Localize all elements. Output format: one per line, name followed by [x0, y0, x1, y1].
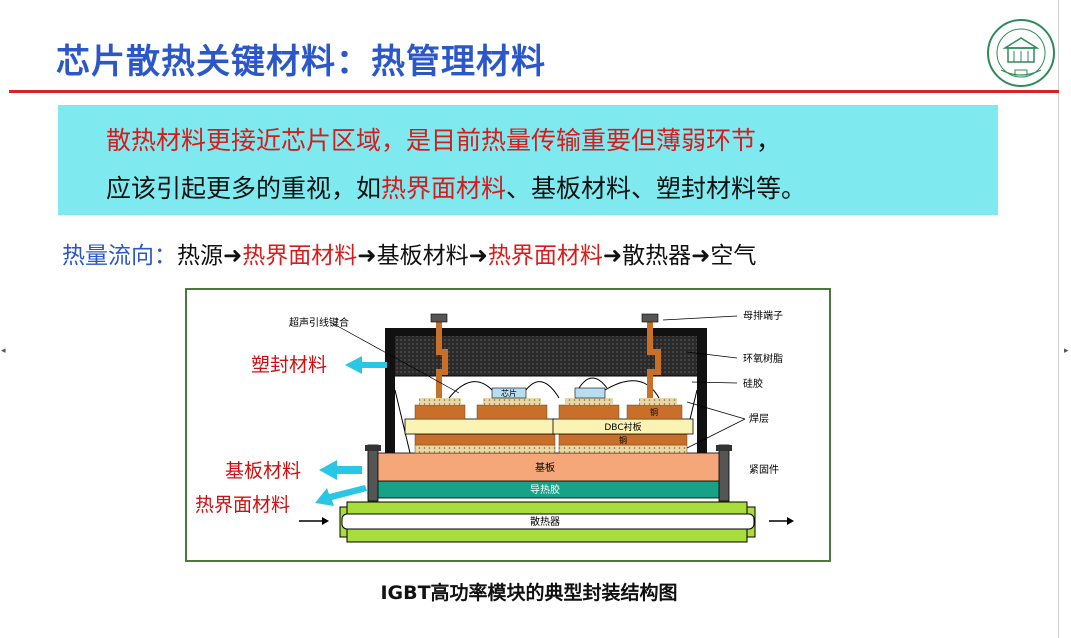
silicone-label: 硅胶 — [743, 377, 763, 390]
flow-arrow-icon: ➜ — [357, 243, 377, 269]
bond-wire — [604, 380, 660, 399]
tim-arrow-icon — [315, 485, 367, 506]
callout-line2-part1: 应该引起更多的重视，如 — [106, 174, 382, 203]
callout-line-2: 应该引起更多的重视，如热界面材料、基板材料、塑封材料等。 — [106, 169, 806, 205]
copper-top-label: 铜 — [650, 407, 658, 417]
copper-bottom-label: 铜 — [619, 435, 627, 445]
busbar-left — [436, 322, 448, 398]
copper-top-left-b — [476, 404, 548, 420]
diagram-caption: IGBT高功率模块的典型封装结构图 — [380, 582, 678, 604]
dbc-left — [404, 418, 556, 435]
busbar-label: 母排端子 — [743, 309, 783, 322]
callout-line1-part1: 散热材料更接近芯片区域，是目前热量传输重要但 — [106, 126, 657, 155]
wire-bond-label: 超声引线键合 — [289, 316, 349, 329]
flow-step: 空气 — [710, 243, 757, 269]
dbc-right — [552, 418, 694, 435]
solder-bottom-left — [414, 444, 556, 454]
callout-line2-highlight: 热界面材料 — [381, 174, 507, 203]
substrate-material-label: 基板材料 — [225, 460, 302, 482]
thermal-grease-label: 导热胶 — [530, 483, 560, 496]
flow-arrow-icon: ➜ — [602, 243, 623, 269]
baseplate — [367, 452, 723, 482]
molding-arrow-icon — [345, 356, 387, 374]
flow-step: 热源 — [177, 243, 223, 269]
fastener-left — [367, 444, 379, 502]
flow-step: 基板材料 — [376, 243, 469, 269]
heatsink-channel — [341, 513, 755, 530]
solder-label: 焊层 — [749, 413, 769, 425]
triangle-left-icon[interactable]: ◂ — [1, 346, 6, 356]
copper-top-right-a — [558, 404, 620, 420]
flow-step: 散热器 — [622, 243, 692, 269]
heatsink-label: 散热器 — [530, 515, 560, 528]
callout-box: 散热材料更接近芯片区域，是目前热量传输重要但薄弱环节， 应该引起更多的重视，如热… — [58, 105, 998, 215]
bond-wire — [578, 377, 608, 389]
bond-wire — [525, 381, 560, 399]
heat-flow-line: 热量流向：热源➜热界面材料➜基板材料➜热界面材料➜散热器➜空气 — [62, 236, 756, 270]
callout-line-1: 散热材料更接近芯片区域，是目前热量传输重要但薄弱环节， — [106, 121, 781, 157]
fastener-label: 紧固件 — [749, 464, 779, 476]
dbc-label: DBC衬板 — [604, 421, 641, 433]
fastener-right — [718, 444, 730, 502]
flow-arrow-icon: ➜ — [468, 243, 488, 269]
substrate-arrow-icon — [319, 460, 362, 480]
solder-bottom-right — [558, 444, 688, 454]
callout-line1-part2: ， — [756, 126, 782, 155]
title-divider — [9, 90, 1059, 93]
igbt-package-diagram: 散热器 导热胶 基板 — [185, 288, 831, 562]
copper-bottom-left — [414, 433, 556, 446]
slide-title: 芯片散热关键材料：热管理材料 — [56, 42, 546, 82]
heat-flow-lead: 热量流向： — [62, 243, 177, 269]
university-seal-icon — [987, 19, 1055, 87]
bond-wire — [448, 381, 493, 399]
copper-top-left-a — [414, 404, 466, 420]
molding-material-label: 塑封材料 — [251, 354, 328, 376]
tim-material-label: 热界面材料 — [195, 494, 291, 516]
flow-arrow-icon: ➜ — [223, 243, 243, 269]
triangle-right-icon[interactable]: ▸ — [1064, 346, 1069, 356]
chip-right — [574, 387, 606, 399]
callout-line1-highlight: 薄弱环节 — [656, 126, 757, 155]
chip-label: 芯片 — [501, 388, 517, 398]
busbar-right — [647, 322, 661, 398]
epoxy-label: 环氧树脂 — [743, 352, 783, 365]
baseplate-label: 基板 — [535, 461, 555, 474]
flow-arrow-icon: ➜ — [691, 243, 711, 269]
igbt-cross-section: 散热器 导热胶 基板 — [289, 309, 794, 543]
callout-line2-part2: 、基板材料、塑封材料等。 — [506, 174, 807, 203]
chip-left — [491, 387, 527, 399]
flow-step: 热界面材料 — [242, 243, 358, 269]
flow-step: 热界面材料 — [487, 243, 603, 269]
